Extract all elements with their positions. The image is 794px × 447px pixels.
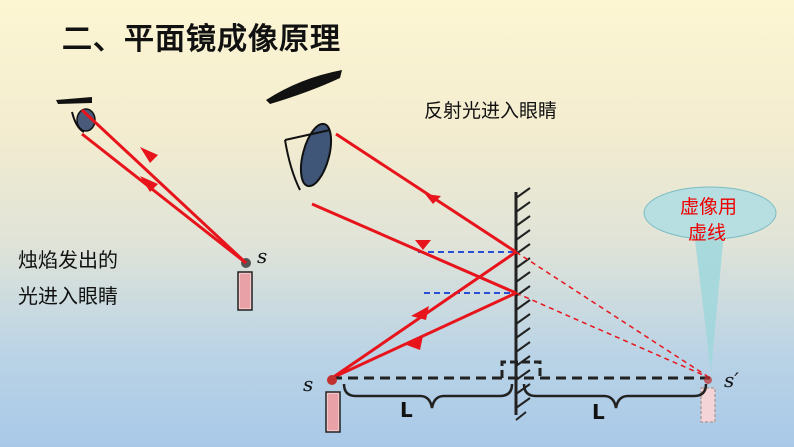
reflected-ray-1 bbox=[335, 132, 517, 254]
candle-light-label-line1: 烛焰发出的 bbox=[18, 248, 118, 272]
arrow-2 bbox=[140, 176, 158, 192]
candle-top-icon bbox=[237, 258, 253, 311]
virtual-image-label-line2: 虚线 bbox=[688, 222, 727, 244]
virtual-image-beam-cone bbox=[694, 232, 724, 372]
reflected-ray-2 bbox=[311, 202, 517, 295]
right-angle-marker bbox=[500, 360, 542, 378]
distance-brace-right bbox=[522, 383, 708, 409]
distance-label-left: L bbox=[400, 398, 413, 422]
arrow-4 bbox=[404, 336, 423, 350]
candle-light-label-line2: 光进入眼睛 bbox=[18, 284, 118, 308]
arrow-3 bbox=[411, 306, 429, 320]
distance-brace-left bbox=[342, 383, 514, 409]
incident-ray-2 bbox=[331, 291, 517, 380]
virtual-image-label-line1: 虚像用 bbox=[680, 196, 738, 218]
virtual-candle-icon bbox=[700, 376, 716, 423]
ray-candle-eye-1 bbox=[80, 108, 248, 265]
ray-candle-eye-2 bbox=[81, 132, 247, 265]
distance-label-right: L bbox=[592, 400, 605, 424]
eye-large-icon bbox=[266, 70, 342, 191]
eye-small-icon bbox=[56, 97, 96, 133]
source-label-bottom: s bbox=[303, 372, 314, 396]
arrow-5 bbox=[425, 194, 441, 204]
image-label: s′ bbox=[724, 368, 739, 392]
virtual-ray-1 bbox=[515, 251, 711, 379]
source-label-top: s bbox=[257, 244, 268, 268]
reflected-light-label: 反射光进入眼睛 bbox=[424, 100, 558, 122]
arrow-1 bbox=[140, 147, 158, 163]
virtual-ray-2 bbox=[515, 292, 711, 379]
page-title: 二、平面镜成像原理 bbox=[62, 22, 341, 57]
candle-bottom-icon bbox=[325, 375, 341, 433]
arrow-6 bbox=[415, 240, 431, 250]
